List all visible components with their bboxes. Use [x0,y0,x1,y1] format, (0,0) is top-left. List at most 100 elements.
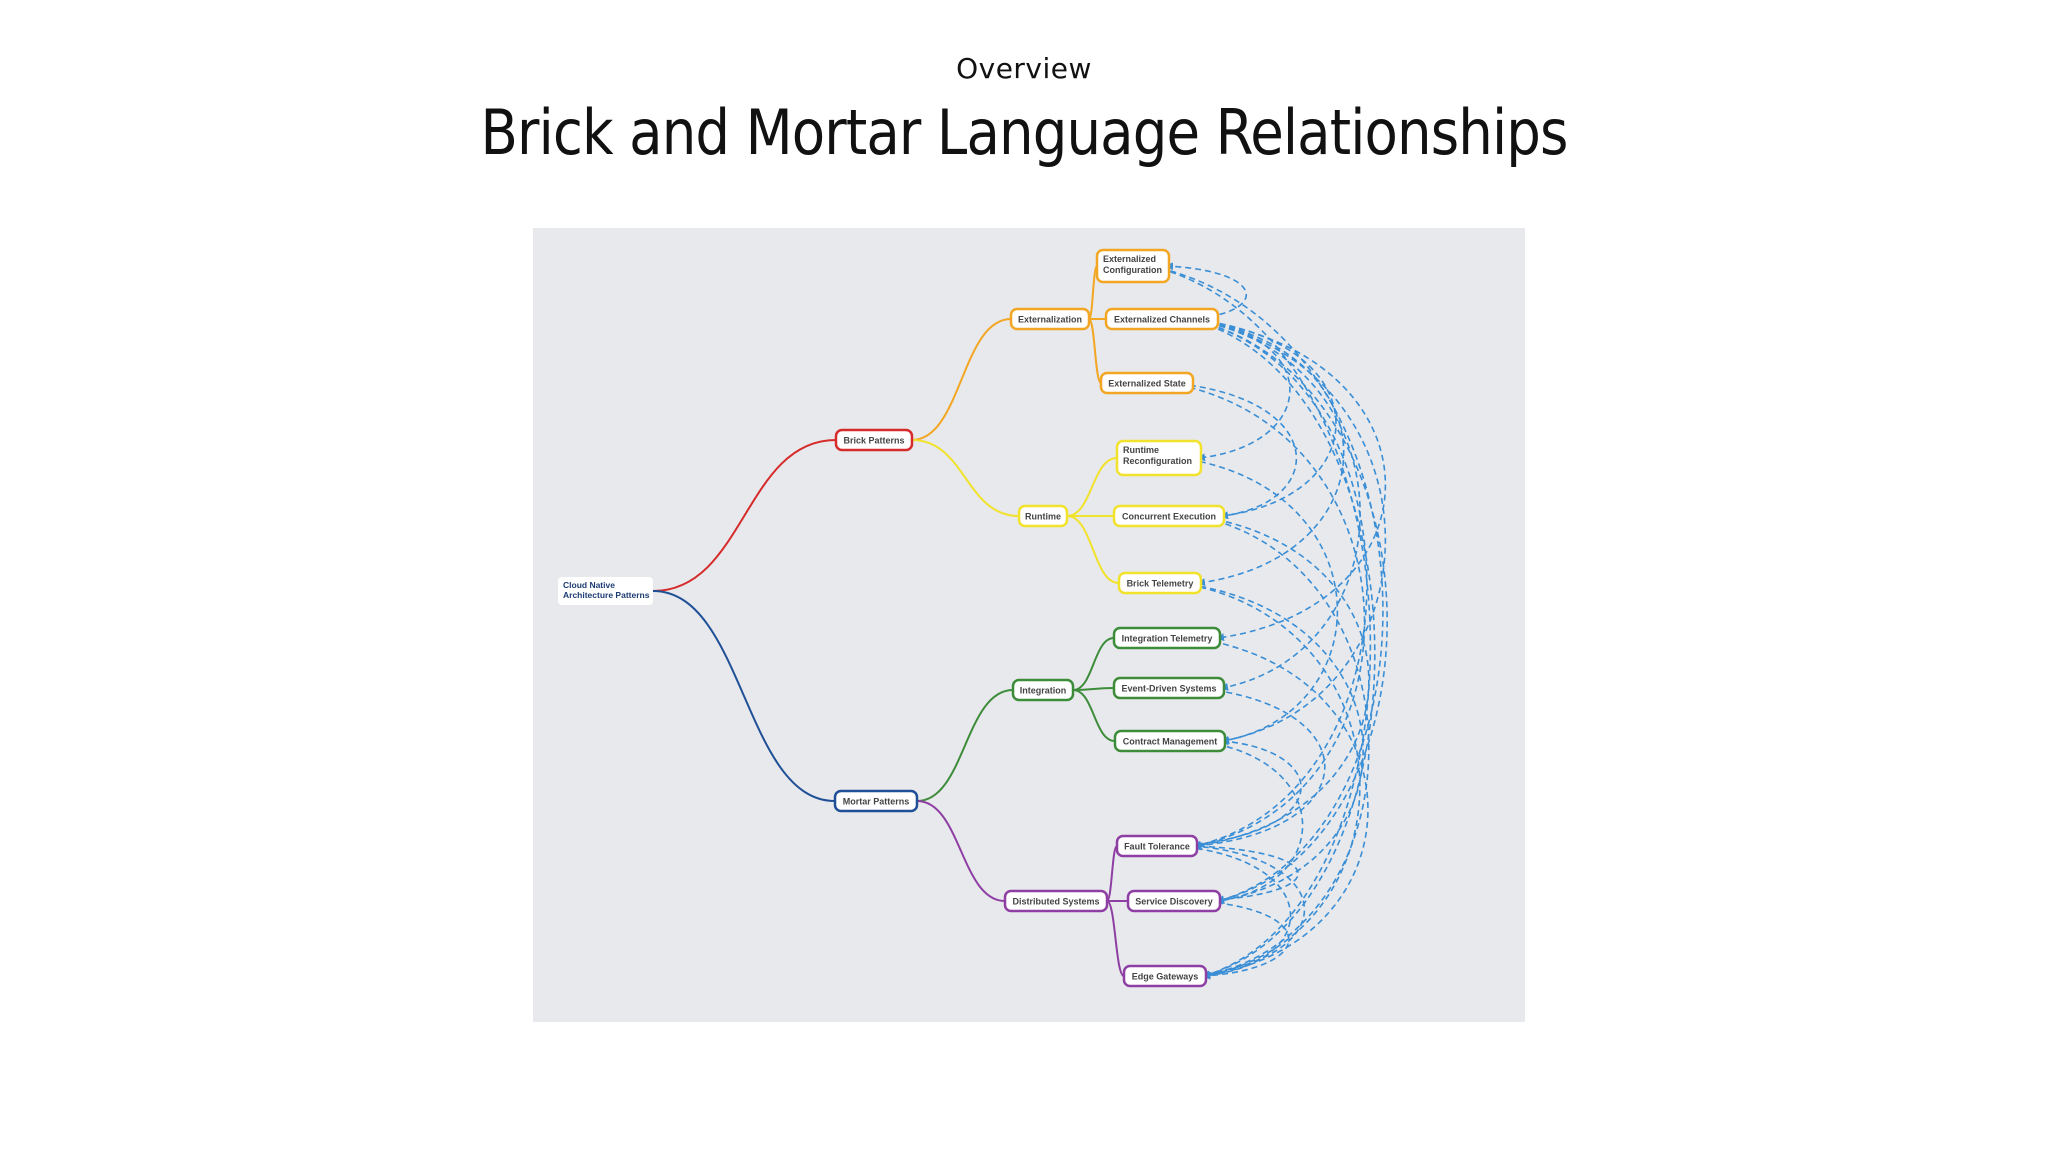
node-box [1099,371,1195,395]
dependency-extchan-to-edge [1189,318,1376,979]
node-box [833,789,919,813]
node-label: Configuration [1103,265,1162,275]
node-label: Runtime [1025,512,1061,522]
node-label: Brick Telemetry [1127,579,1194,589]
node-box [1011,678,1075,702]
node-label: Architecture Patterns [563,590,650,600]
dependency-extchan-to-bricktel [1189,318,1345,587]
dependency-concexec-to-edge [1196,515,1370,979]
node-label: Reconfiguration [1123,456,1192,466]
dependency-fault-to-contract [1176,737,1302,847]
edge-run-rtreconf [1066,457,1118,517]
node-extchan[interactable]: Externalized Channels [1104,307,1220,331]
dependency-bricktel-to-edge [1180,582,1361,979]
node-concexec[interactable]: Concurrent Execution [1112,504,1226,528]
node-box [1126,889,1222,913]
node-box [1112,676,1226,700]
node-ext[interactable]: Externalization [1009,307,1091,331]
node-label: Contract Management [1123,737,1218,747]
edge-root-brick [652,439,837,592]
dependency-extchan-to-eventdriven [1189,318,1361,691]
node-box [1017,504,1069,528]
node-box [1112,626,1222,650]
node-label: Concurrent Execution [1122,512,1216,522]
dependency-edges [1150,262,1388,980]
edge-brick-run [911,439,1020,517]
edge-ext-extstate [1088,318,1102,384]
edge-root-mortar [652,590,836,802]
node-run[interactable]: Runtime [1017,504,1069,528]
dependency-bricktel-to-svcdisc [1180,582,1364,904]
node-integtel[interactable]: Integration Telemetry [1112,626,1222,650]
node-label: Externalized State [1108,379,1186,389]
hierarchy-edges [652,265,1128,977]
dependency-svcdisc-to-edge [1196,900,1290,980]
node-label: Brick Patterns [843,436,904,446]
dependency-extchan-to-contract [1189,318,1387,744]
node-brick[interactable]: Brick Patterns [834,428,914,452]
dependency-edge-to-fault [1185,842,1306,977]
node-svcdisc[interactable]: Service Discovery [1126,889,1222,913]
dependency-extchan-to-svcdisc [1189,318,1388,904]
dependency-extchan-to-integtel [1189,318,1387,642]
dependency-integtel-to-edge [1193,637,1369,980]
edge-integ-contract [1072,689,1116,742]
node-box [1095,248,1171,284]
node-box [1112,504,1226,528]
node-fault[interactable]: Fault Tolerance [1115,834,1199,858]
dependency-extstate-to-fault [1169,382,1366,849]
node-edge[interactable]: Edge Gateways [1122,964,1208,988]
dependency-svcdisc-to-fault [1193,842,1299,902]
edge-run-bricktel [1066,515,1120,584]
node-box [1003,889,1109,913]
node-box [834,428,914,452]
node-box [1115,834,1199,858]
dependency-eventdriven-to-fault [1193,687,1326,850]
node-bricktel[interactable]: Brick Telemetry [1117,571,1203,595]
dependency-extstate-to-concexec [1169,382,1298,520]
node-box [1104,307,1220,331]
node-label: Externalization [1018,315,1082,325]
edge-mortar-dist [916,800,1006,902]
node-box [1009,307,1091,331]
edge-dist-fault [1106,845,1118,902]
dependency-concexec-to-fault [1193,515,1370,850]
slide-title: Brick and Mortar Language Relationships [480,96,1568,169]
node-contract[interactable]: Contract Management [1113,729,1227,753]
dependency-extconf-to-edge [1150,265,1372,979]
node-label: Externalized Channels [1114,315,1210,325]
node-label: Service Discovery [1135,897,1213,907]
node-label: Integration [1020,686,1067,696]
node-box [1113,729,1227,753]
slide-eyebrow: Overview [956,52,1092,85]
node-label: Runtime [1123,445,1159,455]
node-dist[interactable]: Distributed Systems [1003,889,1109,913]
node-box [1117,571,1203,595]
node-box [1115,439,1203,477]
node-mortar[interactable]: Mortar Patterns [833,789,919,813]
edge-dist-edge [1106,900,1125,977]
edge-mortar-integ [916,689,1014,802]
edge-brick-ext [911,318,1012,441]
node-label: Distributed Systems [1012,897,1099,907]
node-label: Event-Driven Systems [1121,684,1216,694]
node-label: Edge Gateways [1132,972,1199,982]
edge-integ-integtel [1072,637,1115,691]
node-extstate[interactable]: Externalized State [1099,371,1195,395]
node-label: Cloud Native [563,580,615,590]
node-label: Fault Tolerance [1124,842,1190,852]
node-integ[interactable]: Integration [1011,678,1075,702]
node-label: Mortar Patterns [843,797,910,807]
node-box [1122,964,1208,988]
node-eventdriven[interactable]: Event-Driven Systems [1112,676,1226,700]
dependency-extchan-to-fault [1189,318,1368,849]
node-label: Externalized [1103,254,1156,264]
dependency-extchan-to-rtreconf [1189,318,1291,462]
dependency-contract-to-svcdisc [1197,740,1304,905]
